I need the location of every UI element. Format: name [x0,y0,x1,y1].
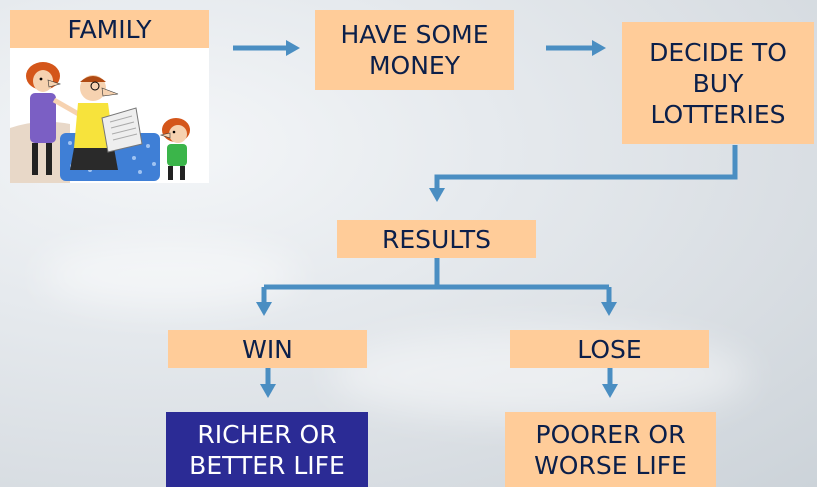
node-decide: DECIDE TO BUY LOTTERIES [622,22,814,144]
arrowhead [256,302,272,316]
mother-figure [26,62,84,175]
node-results: RESULTS [337,220,536,258]
node-win: WIN [168,330,367,368]
node-richer: RICHER OR BETTER LIFE [166,412,368,487]
family-cartoon-icon [10,62,209,183]
child-figure [159,118,190,180]
family-cartoon-image [10,48,209,183]
node-lose: LOSE [510,330,709,368]
arrowhead [601,302,617,316]
father-figure [70,75,143,170]
node-poorer: POORER OR WORSE LIFE [505,412,716,487]
node-have-money: HAVE SOME MONEY [315,10,514,90]
arrowhead [592,40,606,56]
arrowhead [260,384,276,398]
node-family: FAMILY [10,10,209,48]
arrowhead [602,384,618,398]
arrowhead [286,40,300,56]
background-cloud [40,240,300,310]
arrowhead [429,188,445,202]
arrow-decide-to-results [434,145,738,190]
